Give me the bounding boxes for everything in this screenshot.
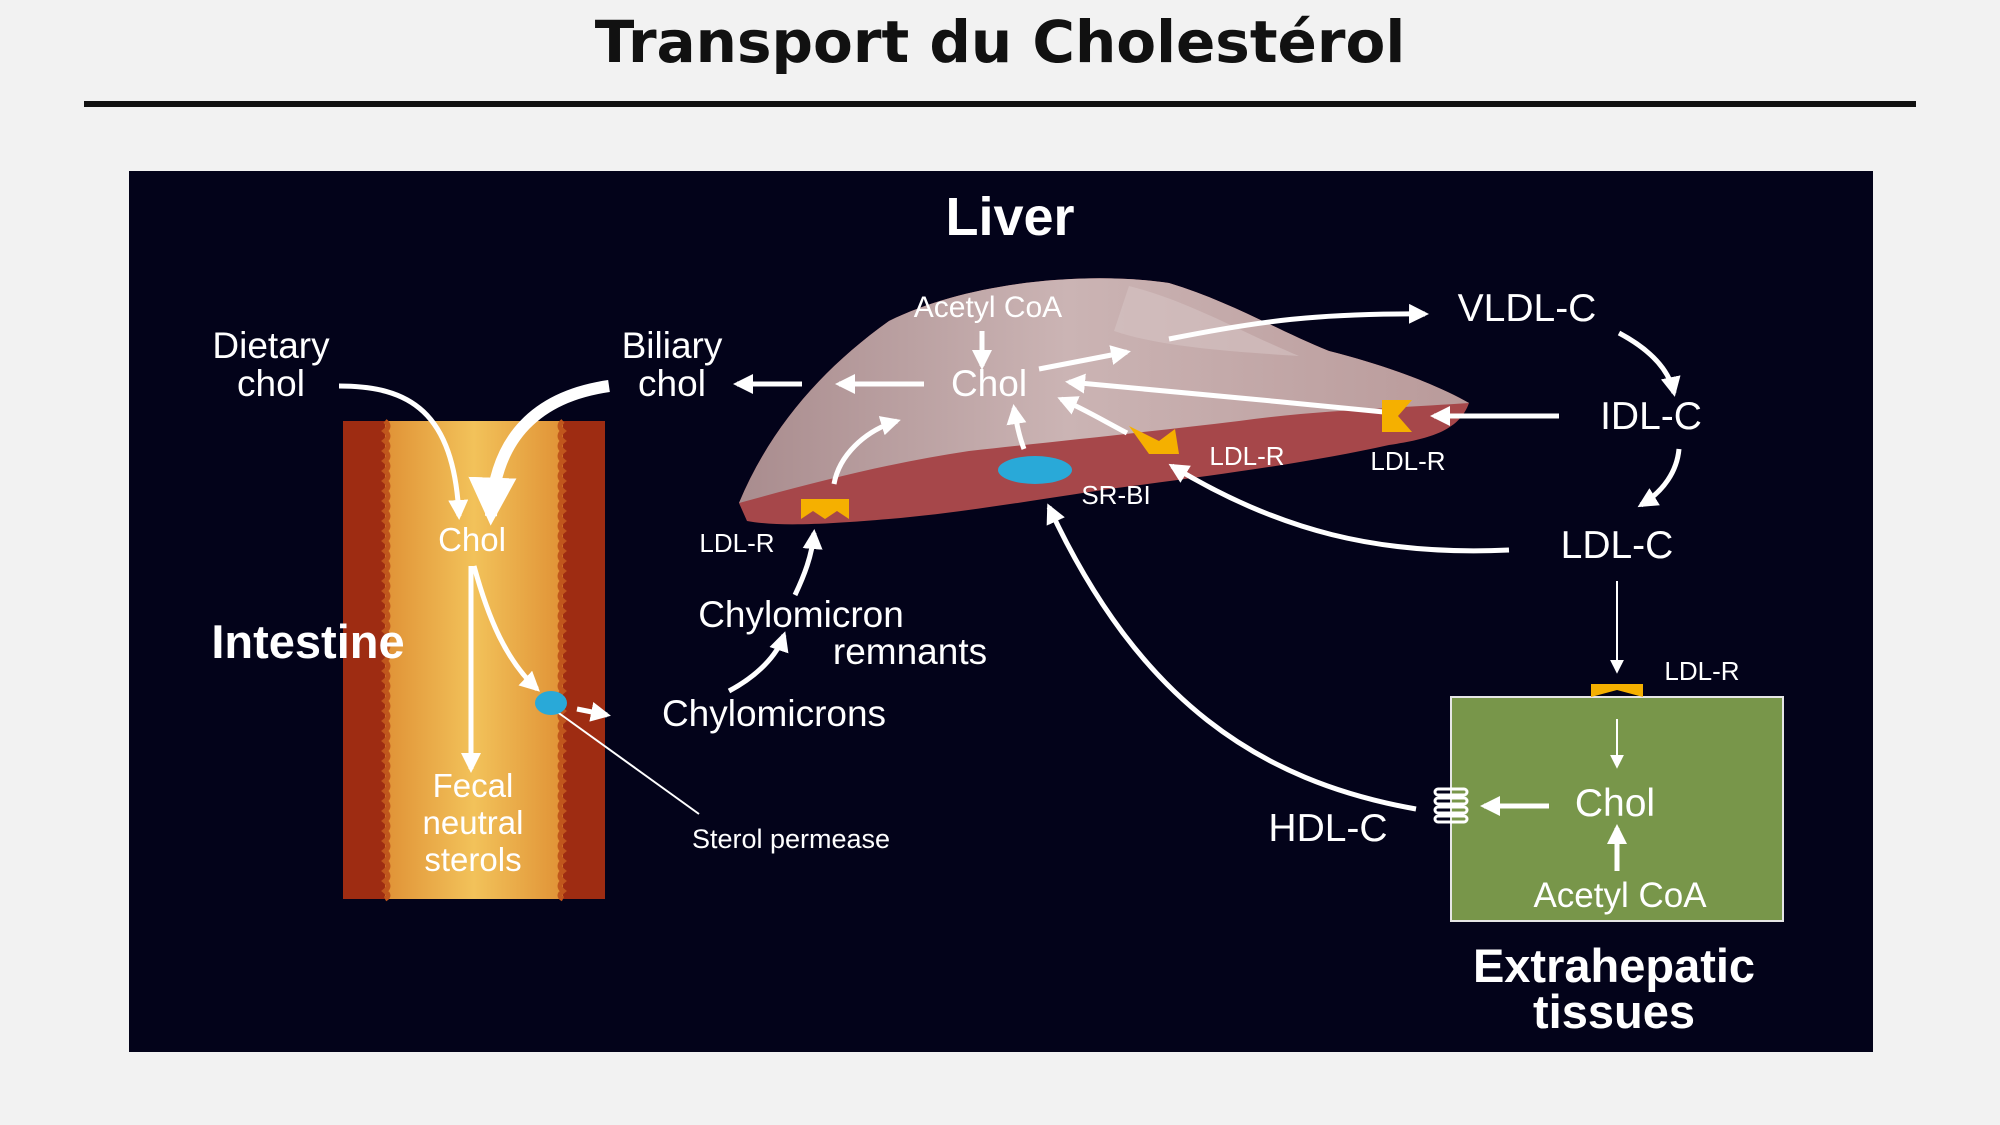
arrow-dietary-to-intestine (338, 383, 469, 520)
ldlr-tissue-label: LDL-R (1664, 656, 1739, 686)
arrow-chol-to-permease (471, 565, 540, 692)
idl-label: IDL-C (1600, 395, 1702, 438)
liver-acetyl-coa-label: Acetyl CoA (914, 291, 1062, 324)
chylomicron-remnants-line2: remnants (833, 631, 987, 672)
tissue-chol-label: Chol (1575, 782, 1655, 825)
arrow-idl-to-ldl (1637, 448, 1682, 508)
flow-arrows (338, 303, 1682, 871)
sterol-permease-label: Sterol permease (692, 824, 890, 854)
intestine-title: Intestine (211, 615, 404, 668)
hdl-label: HDL-C (1268, 807, 1387, 850)
arrow-srbi-to-chol (1006, 404, 1027, 450)
extrahepatic-title-line2: tissues (1533, 985, 1695, 1038)
arrow-liver-ldlr-to-chol (1057, 396, 1129, 436)
fecal-sterols-line1: Fecal (433, 767, 514, 804)
arrow-chol-to-vldl-b (1168, 303, 1429, 342)
intestine-chol-label: Chol (438, 521, 506, 558)
extrahepatic-title-line1: Extrahepatic (1473, 939, 1755, 992)
arrow-ldl-to-liver-ldlr (1168, 463, 1510, 554)
receptors (535, 400, 1643, 824)
arrow-idl-ldlr-to-chol (1065, 373, 1385, 415)
srbi-transporter (998, 456, 1072, 484)
fecal-sterols-line3: sterols (424, 841, 521, 878)
liver-chol-label: Chol (951, 363, 1027, 404)
dietary-chol-label-line1: Dietary (212, 325, 330, 366)
biliary-chol-label-line1: Biliary (622, 325, 723, 366)
arrow-biliary-to-intestine (468, 380, 610, 526)
hdl-particle-stack (1433, 787, 1469, 824)
cholesterol-transport-diagram: Liver Dietary chol Biliary chol Chol Int… (129, 171, 1873, 1052)
chylomicrons-label: Chylomicrons (662, 693, 886, 734)
ldlr-receptor-idl (1382, 400, 1412, 432)
title-divider (84, 101, 1916, 107)
liver-title: Liver (945, 187, 1074, 247)
arrow-permease-to-chylomicrons (576, 702, 611, 722)
arrow-chylomicrons-to-remnants (727, 631, 789, 694)
vldl-label: VLDL-C (1458, 287, 1597, 330)
srbi-label: SR-BI (1081, 480, 1150, 510)
ldlr-receptor-remnant (801, 499, 849, 519)
ldlr-receptor-liver (1129, 426, 1179, 454)
chylomicron-remnants-line1: Chylomicron (698, 594, 904, 635)
biliary-chol-label-line2: chol (638, 363, 706, 404)
arrow-vldl-to-idl (1617, 330, 1681, 397)
tissue-acetyl-coa-label: Acetyl CoA (1533, 876, 1707, 915)
arrow-hdl-to-srbi (1046, 503, 1417, 812)
dietary-chol-label-line2: chol (237, 363, 305, 404)
fecal-sterols-line2: neutral (423, 804, 524, 841)
ldl-label: LDL-C (1561, 524, 1674, 567)
liver-shape (739, 278, 1469, 525)
sterol-permease-pointer (548, 705, 700, 815)
sterol-permease-transporter (535, 691, 567, 715)
arrow-ldlr-to-liver-chol (831, 416, 901, 485)
ldlr-idl-label: LDL-R (1370, 446, 1445, 476)
ldlr-liver-label: LDL-R (1209, 441, 1284, 471)
ldlr-receptor-tissue (1591, 684, 1643, 697)
ldlr-remnant-label: LDL-R (699, 528, 774, 558)
arrow-remnants-to-ldlr (792, 529, 823, 597)
arrow-chol-to-vldl-a (1038, 345, 1131, 372)
slide-title: Transport du Cholestérol (594, 8, 1406, 76)
